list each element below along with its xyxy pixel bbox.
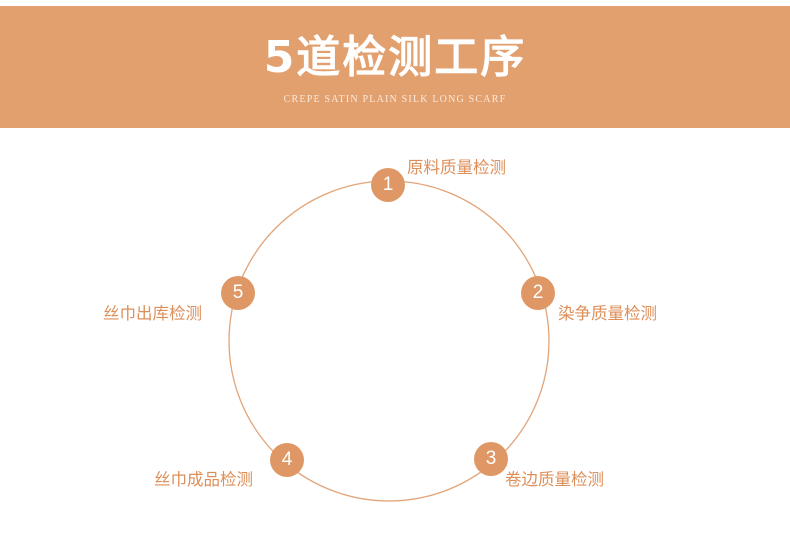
step-1-label: 原料质量检测: [407, 158, 506, 177]
step-3-badge: 3: [474, 442, 508, 476]
step-4-badge: 4: [270, 443, 304, 477]
header-banner: 5道检测工序 CREPE SATIN PLAIN SILK LONG SCARF: [0, 6, 790, 128]
step-4-label: 丝巾成品检测: [154, 470, 253, 489]
step-5-label: 丝巾出库检测: [103, 304, 202, 323]
page-title: 5道检测工序: [263, 32, 527, 83]
step-1-badge: 1: [371, 168, 405, 202]
step-2-label: 染争质量检测: [558, 304, 657, 323]
step-5-badge: 5: [221, 276, 255, 310]
page-subtitle: CREPE SATIN PLAIN SILK LONG SCARF: [283, 94, 507, 105]
step-3-label: 卷边质量检测: [505, 470, 604, 489]
step-2-badge: 2: [521, 276, 555, 310]
